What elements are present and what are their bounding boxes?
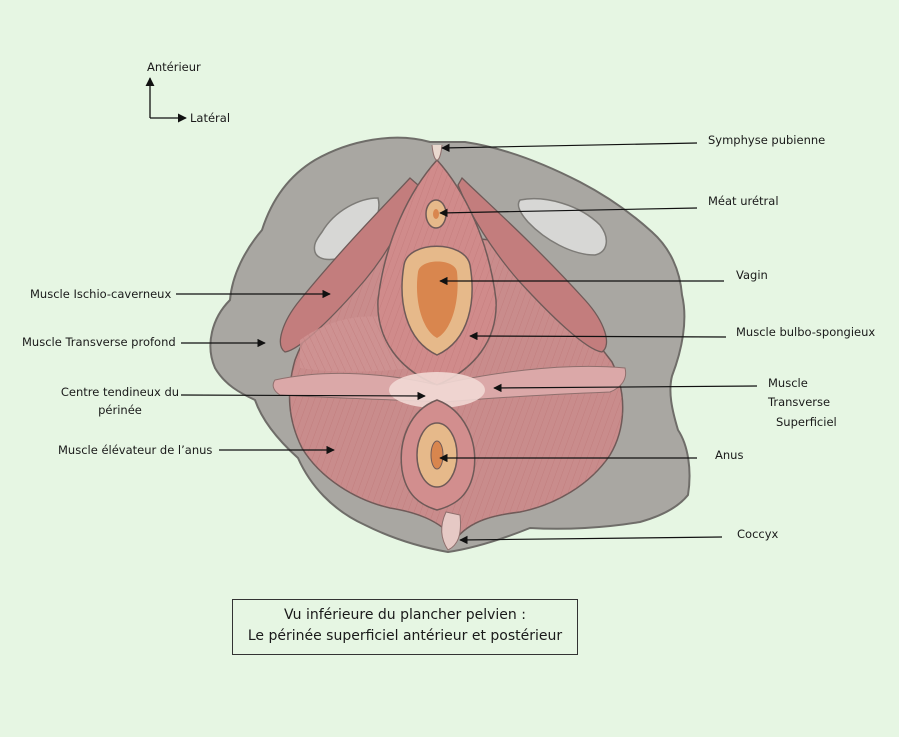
caption-line-1: Vu inférieure du plancher pelvien : <box>284 607 526 623</box>
leader-transverse-sup <box>493 383 758 393</box>
orientation-indicator <box>145 77 187 123</box>
label-transverse-sup-1: Muscle <box>768 376 808 390</box>
anterior-label: Antérieur <box>147 60 201 74</box>
label-coccyx: Coccyx <box>737 527 779 541</box>
right-ischiocavernosus <box>457 176 608 353</box>
label-transverse-sup-3: Superficiel <box>776 415 837 429</box>
label-vagin: Vagin <box>736 268 768 282</box>
leader-bulbo <box>469 331 727 341</box>
lateral-label: Latéral <box>190 111 231 125</box>
label-transverse-prof: Muscle Transverse profond <box>22 335 176 349</box>
leader-meat <box>439 207 698 218</box>
label-bulbo: Muscle bulbo-spongieux <box>736 325 876 339</box>
right-obturator <box>517 198 607 256</box>
leader-lines <box>176 142 758 545</box>
coccyx-tip <box>441 511 461 551</box>
anal-opening <box>430 440 444 470</box>
central-tendon <box>389 372 485 408</box>
leader-centre <box>180 391 426 401</box>
leader-symphyse <box>441 142 698 153</box>
label-elevateur: Muscle élévateur de l’anus <box>58 443 213 457</box>
label-transverse-sup-2: Transverse <box>768 395 831 409</box>
caption-box: Vu inférieure du plancher pelvien : Le p… <box>232 599 578 655</box>
pelvis-illustration <box>209 136 691 554</box>
caption-line-2: Le périnée superficiel antérieur et post… <box>247 628 563 644</box>
label-meat: Méat urétral <box>708 194 779 208</box>
label-anus: Anus <box>715 448 744 462</box>
leader-coccyx <box>459 535 723 545</box>
urethral-opening <box>433 209 439 219</box>
label-symphyse: Symphyse pubienne <box>708 133 826 147</box>
label-centre-2: périnée <box>98 403 142 417</box>
label-ischio: Muscle Ischio-caverneux <box>30 287 172 301</box>
label-centre-1: Centre tendineux du <box>60 385 180 399</box>
